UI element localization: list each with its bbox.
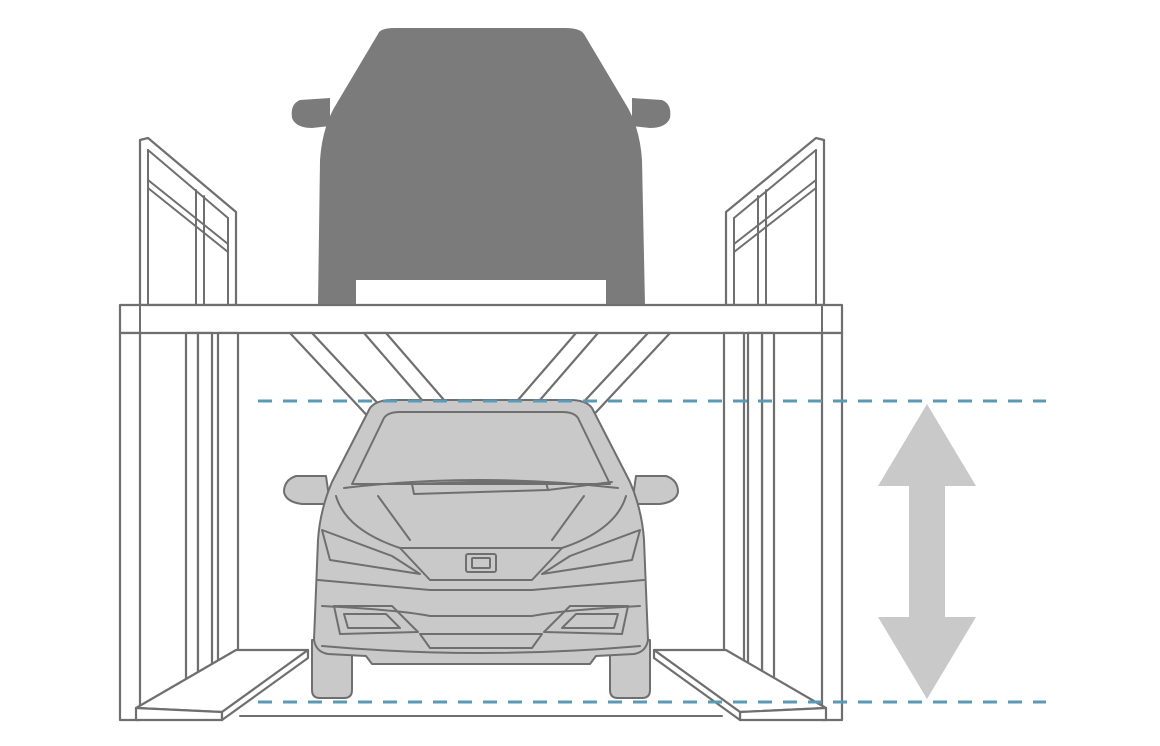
right-posts (722, 331, 844, 722)
lower-car (283, 399, 679, 699)
ground-ramps (134, 648, 828, 722)
right-gate (724, 136, 826, 307)
upper-car (291, 28, 671, 305)
upper-car-body (318, 28, 645, 305)
upper-car-right-mirror (632, 98, 671, 128)
lower-car-right-mirror (631, 475, 679, 505)
lower-car-badge (465, 553, 497, 573)
lower-car-windshield (351, 411, 611, 485)
upper-platform (118, 303, 844, 335)
double-headed-vertical-arrow-icon (878, 404, 976, 699)
left-gate (138, 136, 238, 307)
height-guides (258, 399, 1046, 704)
lower-car-left-mirror (283, 475, 331, 505)
upper-car-left-mirror (291, 98, 330, 128)
